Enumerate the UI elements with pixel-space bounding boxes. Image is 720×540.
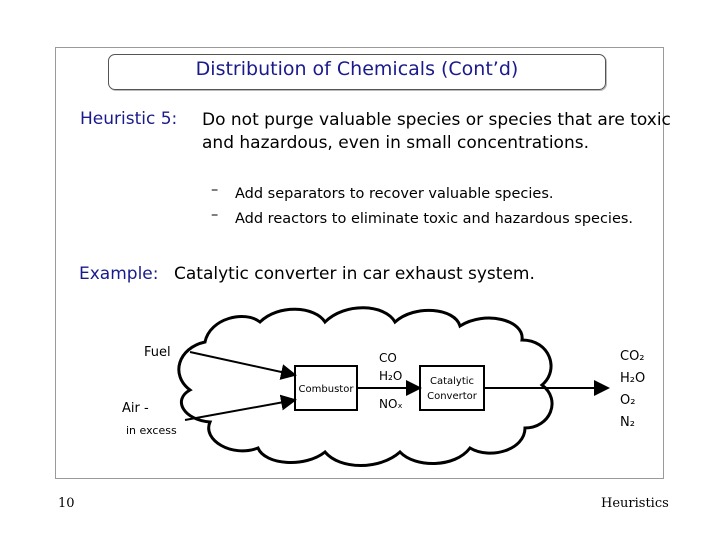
converter-label-2: Convertor <box>427 391 478 402</box>
bullet-dash: – <box>211 207 219 223</box>
combustor-label: Combustor <box>299 384 355 395</box>
page-number: 10 <box>58 496 75 511</box>
mid-species-h2o: H₂O <box>379 369 402 383</box>
fuel-label: Fuel <box>144 345 171 360</box>
converter-label-1: Catalytic <box>430 376 474 387</box>
exhaust-diagram: Combustor Catalytic Convertor Fuel Air -… <box>122 306 645 467</box>
title-box <box>108 54 606 90</box>
bullet-dash: – <box>211 182 219 198</box>
bullet-text: Add separators to recover valuable speci… <box>235 186 554 202</box>
out-species-h2o: H₂O <box>620 371 645 386</box>
heuristic-label: Heuristic 5: <box>80 109 178 129</box>
air-label-2: in excess <box>126 424 177 437</box>
air-arrow <box>184 394 297 421</box>
bullet-text: Add reactors to eliminate toxic and haza… <box>235 211 634 227</box>
slide-frame <box>55 47 664 479</box>
heuristic-text: Do not purge valuable species or species… <box>202 110 671 153</box>
out-species-n2: N₂ <box>620 415 635 430</box>
mid-species-nox: NOₓ <box>379 397 403 411</box>
out-species-co2: CO₂ <box>620 349 645 364</box>
example-text: Catalytic converter in car exhaust syste… <box>174 264 535 284</box>
mid-species-co: CO <box>379 351 397 365</box>
air-label-1: Air - <box>122 401 149 416</box>
example-label: Example: <box>79 264 159 284</box>
fuel-arrow <box>189 351 297 380</box>
cloud-outline <box>177 306 554 467</box>
out-species-o2: O₂ <box>620 393 635 408</box>
converter-box <box>419 365 485 411</box>
footer-section: Heuristics <box>601 496 669 511</box>
slide-title: Distribution of Chemicals (Cont’d) <box>195 58 519 80</box>
